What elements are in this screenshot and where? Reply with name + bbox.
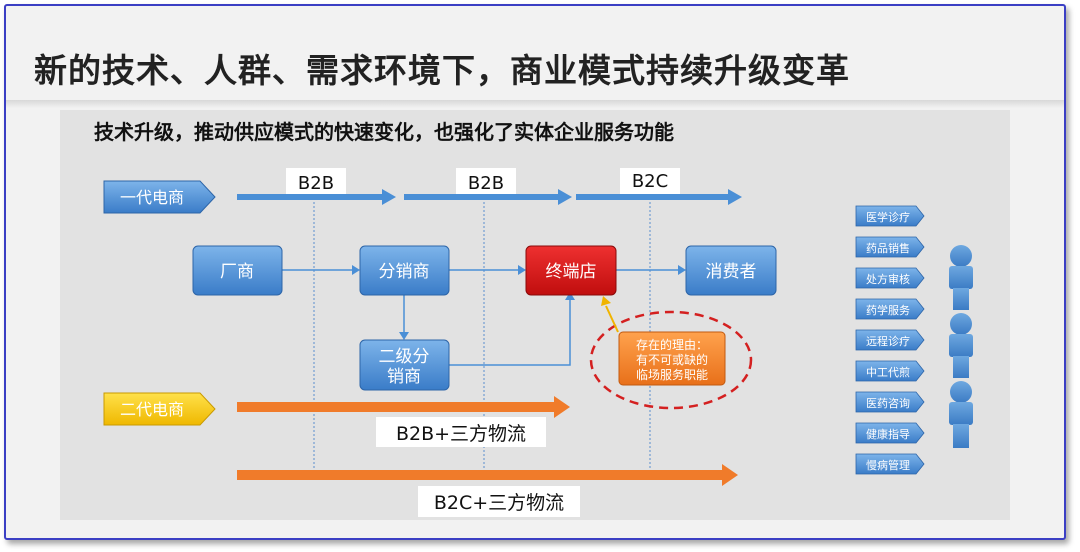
channel-label-b2b-2: B2B <box>468 173 504 194</box>
b2b-logistics-label: B2B+三方物流 <box>396 423 526 445</box>
svg-text:消费者: 消费者 <box>706 262 757 282</box>
service-label: 医药咨询 <box>866 396 910 410</box>
svg-text:销商: 销商 <box>387 367 421 387</box>
person-icon <box>949 381 973 448</box>
second-generation-tag: 二代电商 <box>103 392 216 426</box>
second-generation-label: 二代电商 <box>120 400 184 419</box>
diagram-panel <box>60 110 1010 520</box>
node-terminal-store: 终端店 <box>525 245 617 296</box>
logistics-arrows <box>237 396 738 486</box>
slide-title: 新的技术、人群、需求环境下，商业模式持续升级变革 <box>34 51 850 90</box>
node-manufacturer: 厂商 <box>192 245 283 296</box>
service-tag: 医学诊疗 <box>855 205 925 227</box>
service-label: 中工代煎 <box>866 365 910 379</box>
channel-arrows <box>237 189 742 205</box>
b2c-logistics-arrow <box>237 464 738 486</box>
node-sub-distributor: 二级分 销商 <box>359 339 450 391</box>
node-distributor: 分销商 <box>359 245 450 296</box>
service-label: 健康指导 <box>866 427 910 441</box>
reason-line-3: 临场服务职能 <box>636 367 708 382</box>
service-tag: 药品销售 <box>855 236 925 258</box>
b2c-logistics-label: B2C+三方物流 <box>434 492 564 514</box>
channel-label-boxes: B2B B2B B2C <box>286 168 680 194</box>
first-generation-tag: 一代电商 <box>103 180 216 214</box>
channel-label-b2c: B2C <box>632 171 668 192</box>
service-label: 医学诊疗 <box>866 210 910 224</box>
service-tag: 中工代煎 <box>855 360 925 382</box>
reason-line-2: 有不可或缺的 <box>636 352 708 367</box>
service-label: 药学服务 <box>866 303 910 317</box>
reason-callout: 存在的理由： 有不可或缺的 临场服务职能 <box>589 296 753 410</box>
svg-text:二级分: 二级分 <box>379 347 430 367</box>
service-tag: 远程诊疗 <box>855 329 925 351</box>
b2b-logistics-arrow <box>237 396 570 418</box>
person-icon <box>949 245 973 310</box>
service-label: 处方审核 <box>866 272 910 286</box>
service-tag: 慢病管理 <box>855 453 925 475</box>
flow-arrowheads <box>352 265 686 340</box>
svg-text:终端店: 终端店 <box>546 262 597 282</box>
service-tag: 处方审核 <box>855 267 925 289</box>
svg-text:分销商: 分销商 <box>379 262 430 282</box>
service-tag: 药学服务 <box>855 298 925 320</box>
service-label: 慢病管理 <box>866 458 910 472</box>
service-label: 药品销售 <box>866 241 910 255</box>
service-tag: 健康指导 <box>855 422 925 444</box>
person-icon <box>949 313 973 378</box>
node-consumer: 消费者 <box>685 245 777 296</box>
svg-text:厂商: 厂商 <box>220 262 254 282</box>
b2c-arrow <box>576 189 742 205</box>
b2b-arrow-2 <box>404 189 572 205</box>
first-generation-label: 一代电商 <box>120 188 184 207</box>
title-underline <box>6 100 1064 108</box>
logistics-labels: B2B+三方物流 B2C+三方物流 <box>376 417 580 517</box>
reason-line-1: 存在的理由： <box>636 337 708 352</box>
channel-label-b2b-1: B2B <box>298 173 334 194</box>
diagram-subtitle: 技术升级，推动供应模式的快速变化，也强化了实体企业服务功能 <box>94 120 674 144</box>
b2b-arrow-1 <box>237 189 396 205</box>
service-label: 远程诊疗 <box>866 334 910 348</box>
flow-arrows <box>282 269 680 366</box>
consumer-figures <box>949 245 973 448</box>
service-tag: 医药咨询 <box>855 391 925 413</box>
